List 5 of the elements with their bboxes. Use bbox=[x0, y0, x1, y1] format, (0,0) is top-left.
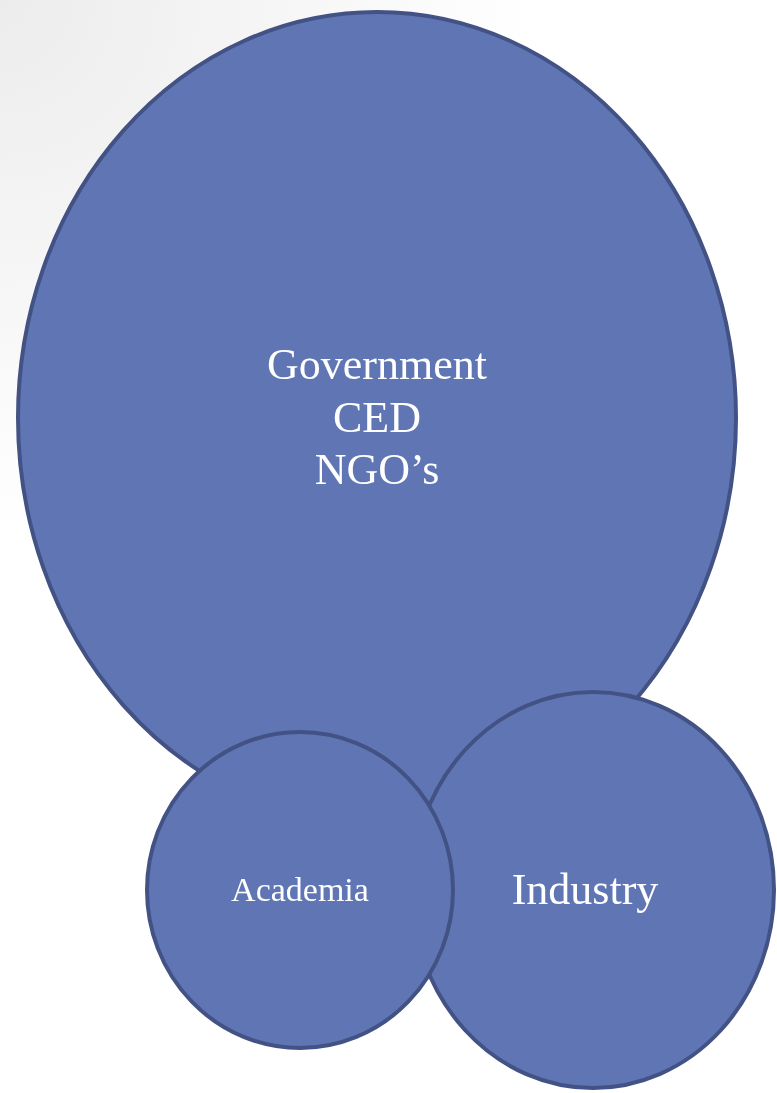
node-label: NGO’s bbox=[314, 444, 440, 497]
node-label: Government bbox=[267, 338, 487, 391]
node-label: CED bbox=[333, 391, 421, 444]
node-label: Industry bbox=[511, 863, 659, 916]
node-label: Academia bbox=[231, 869, 369, 910]
